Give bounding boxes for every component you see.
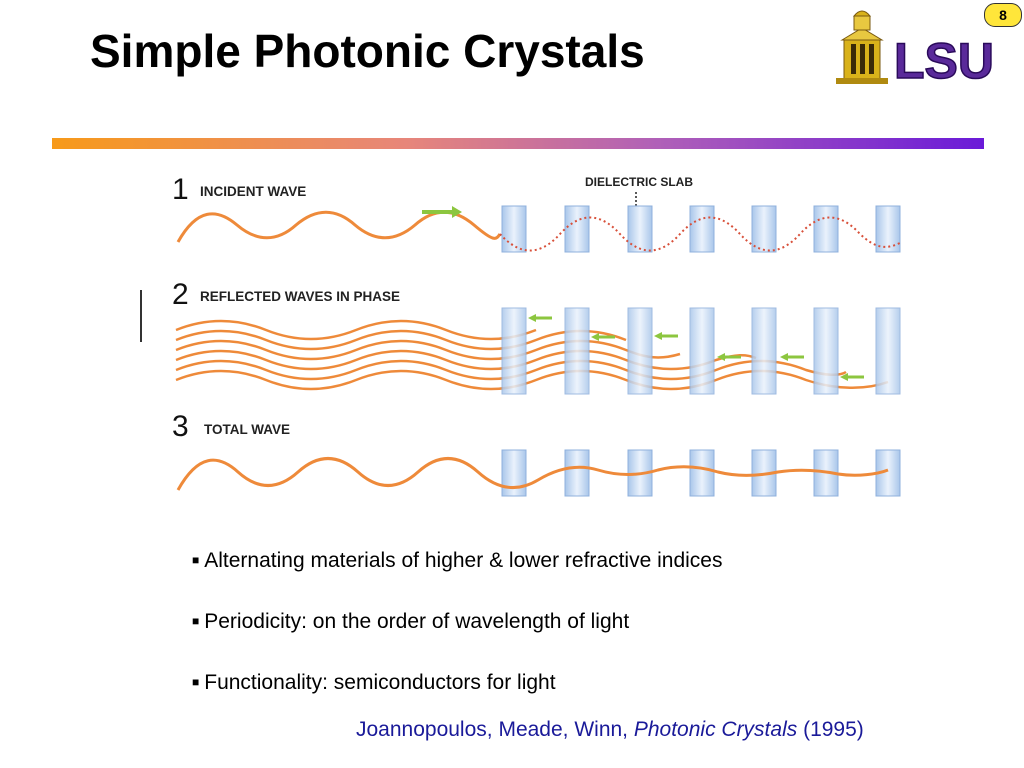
incident-arrow-icon [422,206,462,218]
step-1-number: 1 [172,173,189,206]
left-arrow-icon [780,353,804,361]
reflection-arrows [528,314,864,381]
logo-text: LSU [894,33,994,88]
bullet-text: Alternating materials of higher & lower … [204,549,723,572]
left-arrow-icon [591,333,615,341]
left-arrow-icon [654,332,678,340]
bullet-text: Periodicity: on the order of wavelength … [204,610,630,633]
citation-authors: Joannopoulos, Meade, Winn, [356,718,634,741]
lsu-logo: LSU [836,10,995,88]
step-3-number: 3 [172,410,189,443]
bullet-square-icon: ■ [192,675,200,689]
row-total [176,449,901,497]
bullet-list: ■ Alternating materials of higher & lower… [192,546,722,729]
step-2-number: 2 [172,278,189,311]
incident-wave [176,210,502,243]
transmitted-wave-dotted [499,216,901,252]
citation-year: (1995) [797,718,864,741]
row-incident [176,205,901,253]
bullet-item: ■ Functionality: semiconductors for light [192,668,722,729]
total-wave [176,457,889,491]
dielectric-slab-label: DIELECTRIC SLAB [585,175,693,189]
bullet-item: ■ Periodicity: on the order of wavelength… [192,607,722,668]
photonic-crystal-diagram: 1 INCIDENT WAVE 2 REFLECTED WAVES IN PHA… [140,173,901,497]
citation: Joannopoulos, Meade, Winn, Photonic Crys… [356,718,864,742]
step-2-label: REFLECTED WAVES IN PHASE [200,289,400,304]
citation-book: Photonic Crystals [633,718,798,741]
slide-title: Simple Photonic Crystals [90,25,645,77]
slab-row-2 [501,307,901,395]
left-arrow-icon [840,373,864,381]
step-1-label: INCIDENT WAVE [200,184,306,199]
bullet-item: ■ Alternating materials of higher & lower… [192,546,722,607]
row-reflected [175,307,901,395]
tower-icon [836,10,888,84]
left-arrow-icon [528,314,552,322]
title-divider [52,138,984,149]
slab-row-1 [501,205,901,253]
page-number-badge: 8 [984,3,1022,27]
bullet-square-icon: ■ [192,614,200,628]
reflected-waves [175,319,889,391]
step-3-label: TOTAL WAVE [204,422,290,437]
left-arrow-icon [717,353,741,361]
margin-mark [140,290,142,342]
bullet-square-icon: ■ [192,553,200,567]
bullet-text: Functionality: semiconductors for light [204,671,556,694]
